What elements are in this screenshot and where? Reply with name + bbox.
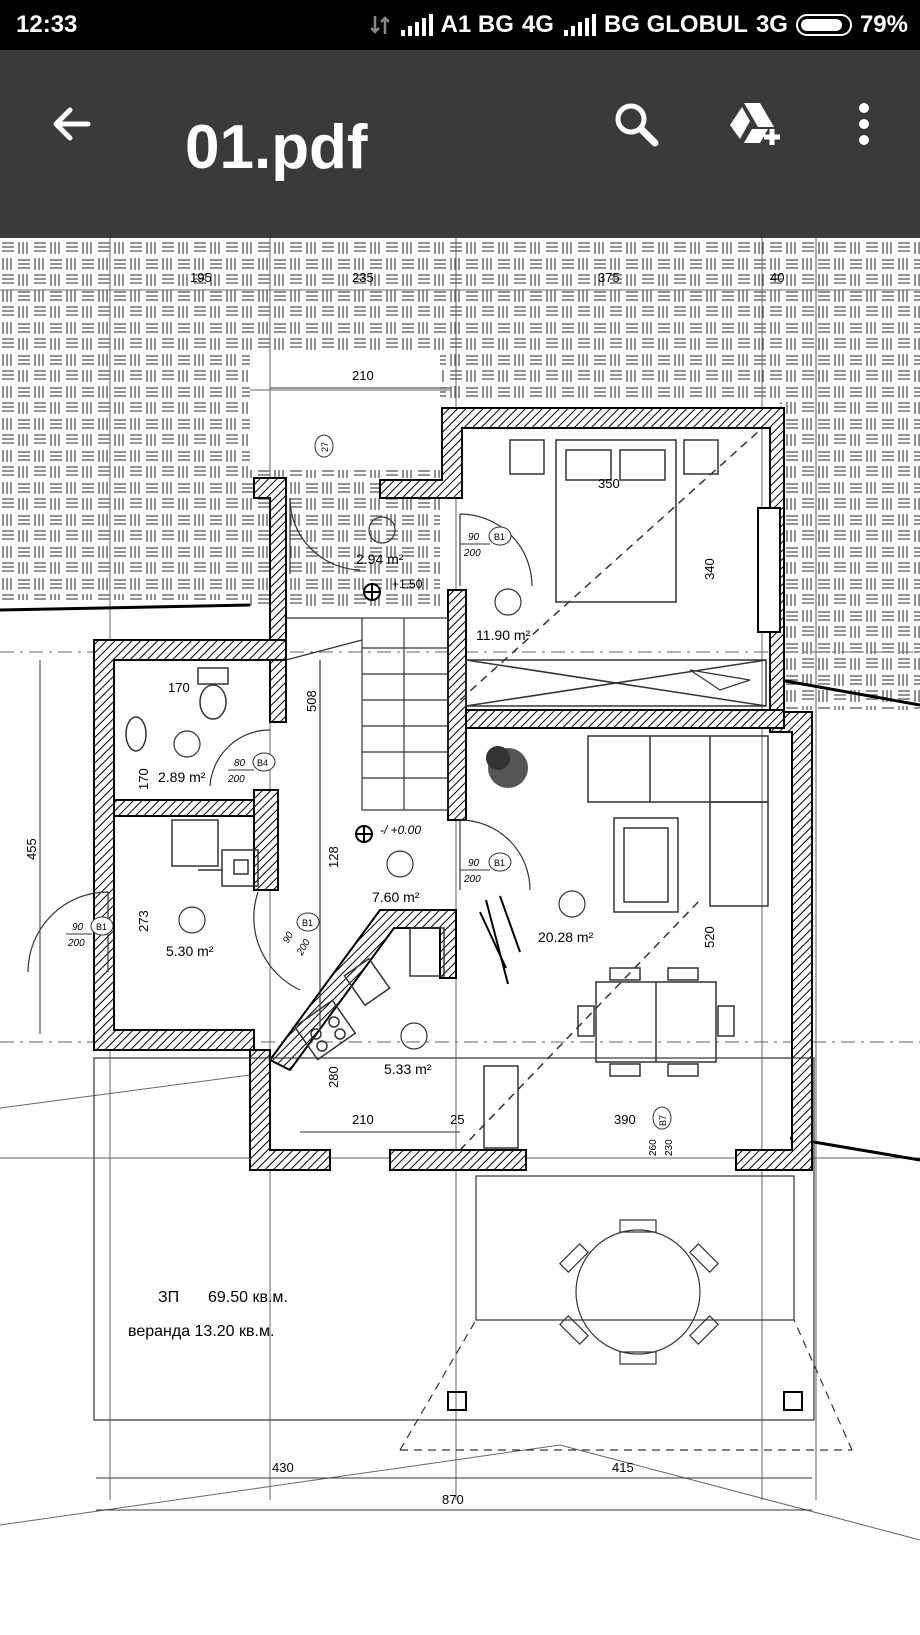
- area-bath: 2.89 m²: [158, 769, 206, 785]
- dimension-lines: [39, 387, 812, 1511]
- level-top: +1.50: [392, 577, 423, 591]
- door-tag-27: 27: [320, 442, 330, 452]
- dim-430: 430: [272, 1460, 294, 1475]
- zp-value: 69.50 кв.м.: [208, 1289, 288, 1306]
- veranda-area: веранда 13.20 кв.м.: [128, 1323, 274, 1340]
- document-title: 01.pdf: [185, 113, 368, 182]
- dim-top-1: 195: [190, 270, 212, 285]
- dim-273: 273: [136, 910, 151, 932]
- status-icons: A1 BG 4G BG GLOBUL 3G 79%: [369, 11, 908, 39]
- app-toolbar: 01.pdf: [0, 50, 920, 238]
- dim-415: 415: [612, 1460, 634, 1475]
- veranda: [93, 1057, 853, 1451]
- back-button[interactable]: [40, 92, 104, 156]
- dim-280: 280: [326, 1066, 341, 1088]
- dim-170a: 170: [168, 680, 190, 695]
- dim-25: 25: [450, 1112, 464, 1127]
- door-tag-b1: B1: [494, 532, 505, 542]
- status-time: 12:33: [16, 11, 78, 38]
- status-bar: 12:33 A1 BG 4G BG GLOBUL 3G 79%: [0, 0, 920, 50]
- search-icon: [615, 103, 659, 147]
- network-1: 4G: [521, 11, 554, 38]
- door-width-90: 90: [468, 532, 480, 543]
- door-height-200: 200: [295, 937, 314, 958]
- network-2: 3G: [755, 11, 788, 38]
- dim-230: 230: [664, 1139, 675, 1156]
- dim-350: 350: [598, 476, 620, 491]
- door-width-80: 80: [234, 758, 246, 769]
- door-height-200: 200: [463, 548, 481, 559]
- dim-508: 508: [304, 690, 319, 712]
- dim-top-4: 40: [770, 270, 784, 285]
- carrier-1: A1 BG: [440, 11, 514, 38]
- door-width-90: 90: [468, 858, 480, 869]
- level-markers: [355, 583, 381, 843]
- dim-210-top: 210: [352, 368, 374, 383]
- door-width-90: 90: [72, 922, 84, 933]
- door-swings: [27, 497, 751, 991]
- walls: [93, 407, 813, 1171]
- bedroom-furniture: [459, 429, 767, 707]
- door-height-200: 200: [227, 774, 245, 785]
- battery-icon: [795, 14, 852, 36]
- dim-top-2: 235: [352, 270, 374, 285]
- data-transfer-icon: [369, 16, 390, 34]
- door-width-90: 90: [281, 930, 296, 946]
- dim-170b: 170: [136, 768, 151, 790]
- staircase: [285, 617, 449, 1030]
- level-main: -/ +0.00: [380, 823, 421, 837]
- search-button[interactable]: [604, 92, 668, 156]
- carrier-2: BG GLOBUL: [603, 11, 748, 38]
- drive-add-icon: [730, 103, 780, 145]
- door-height-200: 200: [67, 938, 85, 949]
- floor-plan-drawing: 195 235 375 40 210 350 340 508 455 128 1…: [0, 238, 920, 1541]
- door-tag-b1: B1: [302, 918, 313, 928]
- more-vert-icon: [859, 103, 869, 145]
- signal-icon: [400, 14, 433, 36]
- area-left-room: 5.30 m²: [166, 943, 214, 959]
- kitchen-fixtures: [293, 927, 445, 1061]
- area-bedroom: 11.90 m²: [476, 627, 531, 643]
- light-fixtures: [173, 516, 586, 1050]
- zp-label: ЗП: [158, 1289, 179, 1306]
- signal-icon: [563, 14, 596, 36]
- dim-260: 260: [648, 1139, 659, 1156]
- dim-340: 340: [702, 558, 717, 580]
- dim-top-3: 375: [598, 270, 620, 285]
- more-options-button[interactable]: [834, 92, 894, 156]
- door-tag-b1: B1: [96, 922, 107, 932]
- dim-128: 128: [326, 846, 341, 868]
- bathroom-fixtures: [125, 667, 259, 887]
- pdf-page-view[interactable]: 195 235 375 40 210 350 340 508 455 128 1…: [0, 238, 920, 1635]
- door-tag-b7: B7: [658, 1115, 668, 1126]
- dim-455: 455: [24, 838, 39, 860]
- dim-210-bottom: 210: [352, 1112, 374, 1127]
- area-hall-top: 2.94 m²: [356, 551, 404, 567]
- arrow-left-icon: [53, 107, 91, 141]
- door-height-200: 200: [463, 874, 481, 885]
- living-furniture: [459, 735, 769, 1151]
- dim-870: 870: [442, 1492, 464, 1507]
- area-living: 20.28 m²: [538, 929, 594, 945]
- area-hall: 7.60 m²: [372, 889, 420, 905]
- battery-percent: 79%: [859, 11, 908, 38]
- dim-520: 520: [702, 926, 717, 948]
- dim-390: 390: [614, 1112, 636, 1127]
- area-kitchen: 5.33 m²: [384, 1061, 432, 1077]
- door-tag-b1: B1: [494, 858, 505, 868]
- door-tags: [66, 434, 672, 1130]
- drive-add-button[interactable]: [722, 92, 786, 156]
- door-tag-b4: B4: [257, 758, 268, 768]
